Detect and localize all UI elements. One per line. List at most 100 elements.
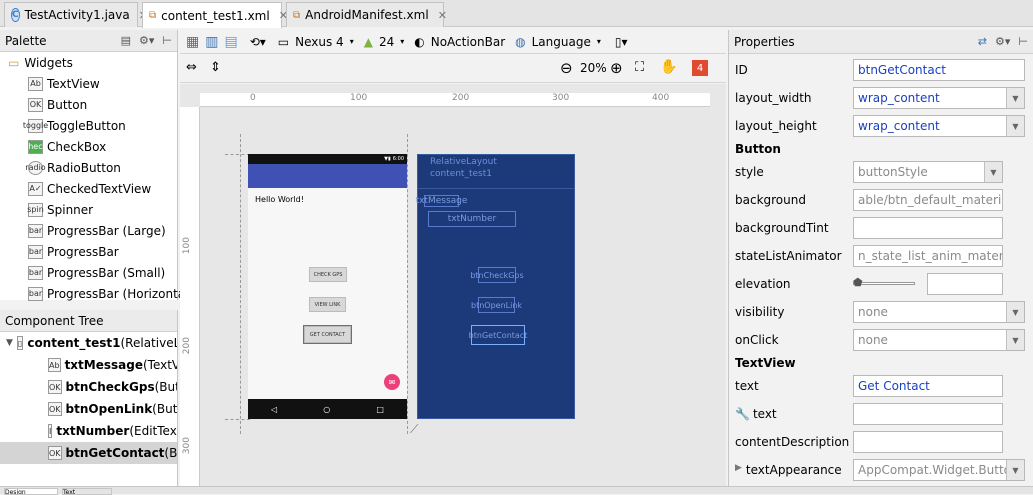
- hide-panel-icon[interactable]: ⊢: [1018, 35, 1028, 48]
- hide-panel-icon[interactable]: ⊢: [162, 34, 172, 47]
- gear-icon[interactable]: ⚙▾: [139, 34, 155, 47]
- chevron-down-icon[interactable]: ▼: [1006, 460, 1024, 480]
- warnings-badge[interactable]: 4: [692, 60, 708, 76]
- blueprint-btncheckgps[interactable]: btnCheckGps: [470, 267, 524, 283]
- design-canvas[interactable]: 0 100 200 300 400 100 200 300 ▼▮6:00 Hel…: [180, 84, 726, 494]
- resize-handle-icon[interactable]: ⟋: [410, 422, 419, 436]
- pan-hand-icon[interactable]: ✋: [660, 59, 678, 75]
- style-dropdown[interactable]: buttonStyle▼: [853, 161, 1003, 183]
- widget-icon: OK: [48, 402, 62, 416]
- palette-item-checkedtextview[interactable]: A✓CheckedTextView: [28, 181, 152, 196]
- theme-icon: ◐: [414, 34, 425, 49]
- design-view-icon[interactable]: ▦: [186, 33, 200, 50]
- zoom-out-icon[interactable]: ⊖: [560, 59, 573, 77]
- content-description-field[interactable]: [853, 431, 1003, 453]
- background-field[interactable]: able/btn_default_material: [853, 189, 1003, 211]
- android-icon: ▲: [363, 34, 373, 49]
- close-icon[interactable]: ✕: [437, 8, 447, 22]
- java-class-icon: C: [11, 8, 20, 22]
- chevron-down-icon[interactable]: ▼: [1006, 302, 1024, 322]
- background-tint-field[interactable]: [853, 217, 1003, 239]
- elevation-field[interactable]: [927, 273, 1003, 295]
- get-contact-button[interactable]: GET CONTACT: [303, 325, 352, 344]
- close-icon[interactable]: ✕: [278, 9, 288, 22]
- device-selector[interactable]: Nexus 4: [295, 34, 344, 49]
- expand-icon[interactable]: ▶: [735, 463, 742, 473]
- tree-root[interactable]: ▼ ▯ content_test1 (RelativeL: [6, 336, 178, 350]
- tab-content-test1[interactable]: ⧉ content_test1.xml ✕: [142, 2, 288, 28]
- fit-screen-icon[interactable]: ⛶: [635, 60, 645, 75]
- text-field[interactable]: Get Contact: [853, 375, 1003, 397]
- editor-tab-bar: C TestActivity1.java ✕ ⧉ content_test1.x…: [0, 0, 1033, 28]
- text-appearance-dropdown[interactable]: AppCompat.Widget.Button▼: [853, 459, 1025, 481]
- phone-preview-icon[interactable]: ▯▾: [614, 34, 628, 49]
- expand-icon[interactable]: ▼: [6, 338, 13, 348]
- widget-icon: check: [24, 139, 47, 154]
- api-selector[interactable]: 24: [378, 34, 395, 49]
- horizontal-ruler: 0 100 200 300 400: [200, 93, 710, 107]
- state-list-animator-field[interactable]: n_state_list_anim_material: [853, 245, 1003, 267]
- prop-tools-text: 🔧text: [729, 400, 1033, 428]
- guide-line: [240, 134, 241, 434]
- onclick-dropdown[interactable]: none▼: [853, 329, 1025, 351]
- blueprint-txtmessage[interactable]: txtMessage: [415, 195, 468, 207]
- theme-selector[interactable]: NoActionBar: [430, 34, 506, 49]
- palette-group-widgets[interactable]: ▭ Widgets: [8, 55, 73, 70]
- chevron-down-icon[interactable]: ▼: [1006, 88, 1024, 108]
- check-gps-button[interactable]: CHECK GPS: [309, 267, 347, 282]
- tab-androidmanifest[interactable]: ⧉ AndroidManifest.xml ✕: [286, 2, 447, 27]
- guide-line: [225, 154, 250, 155]
- section-button: Button: [735, 142, 781, 156]
- widget-icon: I: [48, 424, 53, 438]
- tools-text-field[interactable]: [853, 403, 1003, 425]
- fab-email-icon[interactable]: ✉: [384, 374, 400, 390]
- chevron-down-icon[interactable]: ▼: [984, 162, 1002, 182]
- zoom-in-icon[interactable]: ⊕: [610, 59, 623, 77]
- expand-vertical-icon[interactable]: ⇕: [210, 60, 221, 75]
- blueprint-view[interactable]: RelativeLayout content_test1 txtMessage …: [415, 154, 575, 419]
- tab-testactivity1[interactable]: C TestActivity1.java ✕: [4, 2, 148, 27]
- phone-preview[interactable]: ▼▮6:00 Hello World! CHECK GPS VIEW LINK …: [248, 154, 407, 419]
- elevation-slider[interactable]: [853, 282, 915, 285]
- slider-thumb-icon[interactable]: ⬟: [853, 276, 863, 289]
- layout-height-dropdown[interactable]: wrap_content▼: [853, 115, 1025, 137]
- orientation-icon[interactable]: ⟲▾: [249, 34, 266, 49]
- component-tree-panel: Component Tree ▼ ▯ content_test1 (Relati…: [0, 310, 178, 490]
- vertical-ruler: 100 200 300: [180, 107, 200, 494]
- visibility-dropdown[interactable]: none▼: [853, 301, 1025, 323]
- component-tree-title: Component Tree: [5, 313, 104, 328]
- chevron-down-icon[interactable]: ▼: [1006, 330, 1024, 350]
- section-textview: TextView: [735, 356, 796, 370]
- swap-view-icon[interactable]: ⇄: [977, 35, 988, 48]
- layout-width-dropdown[interactable]: wrap_content▼: [853, 87, 1025, 109]
- blueprint-btngetcontact[interactable]: btnGetContact: [469, 325, 527, 345]
- gear-icon[interactable]: ⚙▾: [995, 35, 1011, 48]
- layout-toggle-icon[interactable]: ▤: [120, 34, 132, 47]
- blueprint-txtnumber[interactable]: txtNumber: [428, 211, 516, 227]
- widget-icon: radio: [25, 160, 46, 175]
- prop-text-appearance: ▶textAppearance AppCompat.Widget.Button▼: [729, 456, 1033, 484]
- expand-horizontal-icon[interactable]: ⇔: [186, 60, 197, 75]
- chevron-down-icon[interactable]: ▼: [1006, 116, 1024, 136]
- language-selector[interactable]: Language: [531, 34, 591, 49]
- blueprint-view-icon[interactable]: ▥: [205, 33, 219, 50]
- id-field[interactable]: btnGetContact: [853, 59, 1025, 81]
- view-link-button[interactable]: VIEW LINK: [309, 297, 346, 312]
- both-view-icon[interactable]: ▤: [224, 33, 238, 50]
- blueprint-btnopenlink[interactable]: btnOpenLink: [471, 297, 522, 313]
